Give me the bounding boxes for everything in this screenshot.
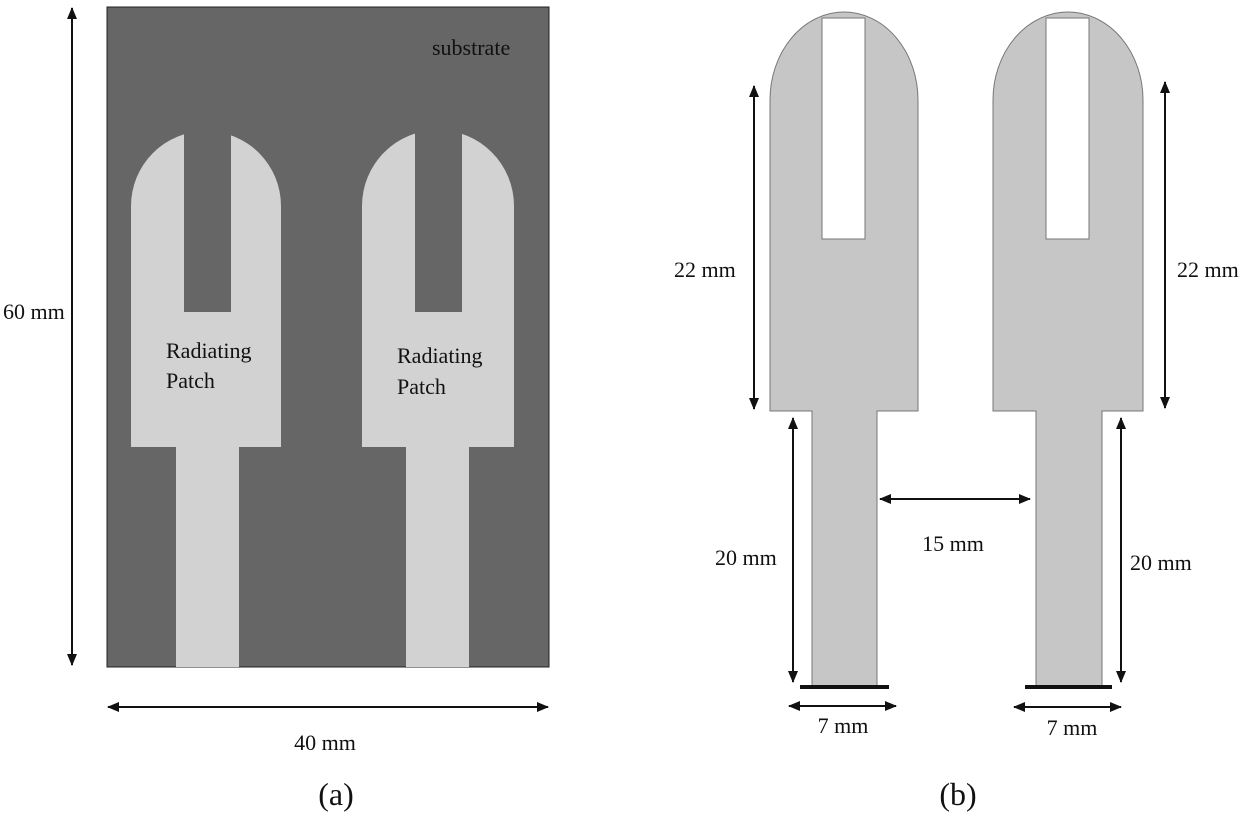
patch-left-height-label: 22 mm <box>674 257 736 282</box>
feed-left-width-label: 7 mm <box>818 713 869 738</box>
feed-left-length-label: 20 mm <box>715 545 777 570</box>
patch-1-label-line1: Radiating <box>166 338 252 363</box>
caption-b: (b) <box>939 776 976 812</box>
feed-right-width-label: 7 mm <box>1047 715 1098 740</box>
gap-label: 15 mm <box>922 531 984 556</box>
patch-2-label-line2: Patch <box>397 374 446 399</box>
patch-b-left <box>769 11 919 688</box>
patch-2-label-line1: Radiating <box>397 343 483 368</box>
feed-right-length-label: 20 mm <box>1130 550 1192 575</box>
radiating-patch-1 <box>131 131 281 667</box>
width-dimension-label: 40 mm <box>294 730 356 755</box>
panel-a: substrate Radiating Patch Radiating Patc… <box>3 6 550 812</box>
patch-right-height-label: 22 mm <box>1177 257 1239 282</box>
patch-2-slot <box>415 130 462 312</box>
patch-1-label-line2: Patch <box>166 368 215 393</box>
caption-a: (a) <box>318 776 354 812</box>
patch-1-slot <box>184 130 231 312</box>
substrate-label: substrate <box>432 35 510 60</box>
patch-b-left-slot <box>821 17 866 240</box>
panel-b: 22 mm 22 mm 20 mm 20 mm 15 mm 7 mm 7 mm … <box>674 11 1239 812</box>
radiating-patch-2 <box>362 130 514 667</box>
patch-b-right <box>992 11 1144 688</box>
patch-b-right-slot <box>1045 17 1090 240</box>
height-dimension-label: 60 mm <box>3 299 65 324</box>
